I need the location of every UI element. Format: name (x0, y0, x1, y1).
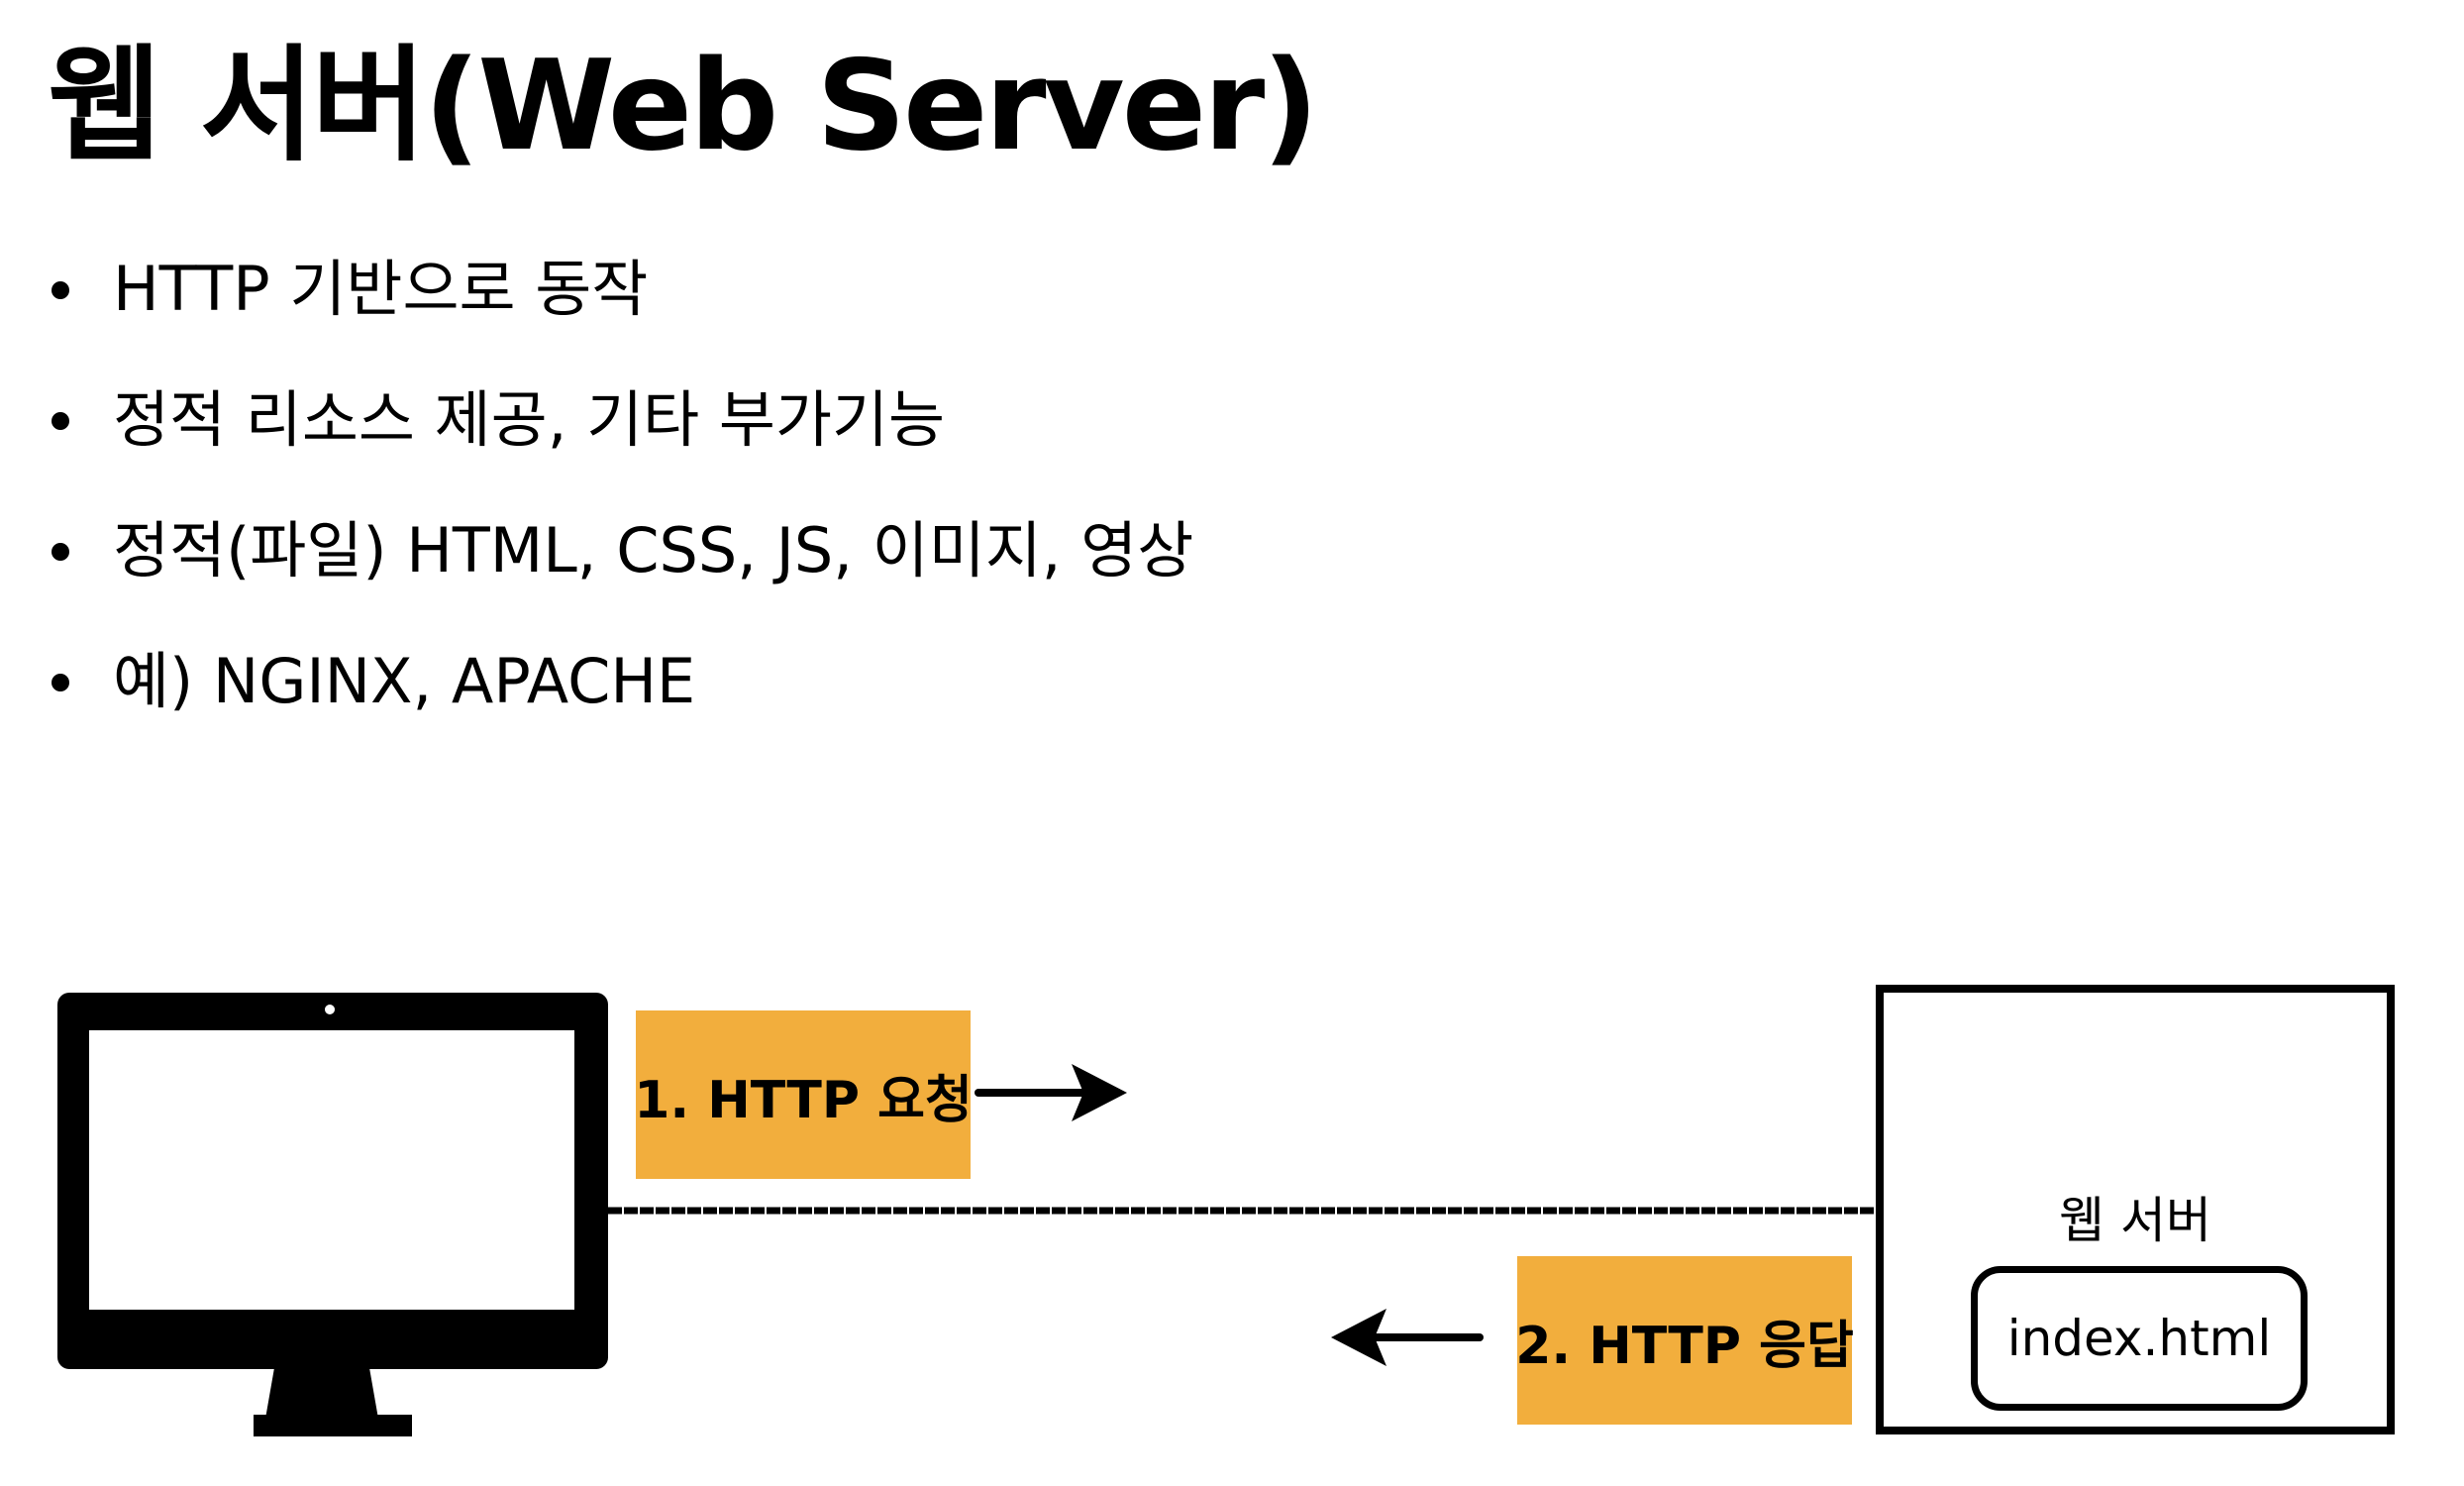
bullet-list: HTTP 기반으로 동작 정적 리소스 제공, 기타 부가기능 정적(파일) H… (51, 248, 1193, 771)
arrow-left-icon (1331, 1309, 1484, 1366)
bullet-text: 정적 리소스 제공, 기타 부가기능 (113, 383, 946, 456)
bullet-text: 정적(파일) HTML, CSS, JS, 이미지, 영상 (113, 514, 1194, 586)
bullet-text: 예) NGINX, APACHE (113, 645, 696, 717)
monitor-base (254, 1415, 412, 1436)
http-response-label: 2. HTTP 응답 (1515, 1256, 1854, 1425)
monitor-camera (325, 1005, 335, 1014)
web-server-label: 웹 서버 (2059, 1192, 2211, 1249)
monitor-icon (57, 993, 608, 1369)
monitor-stand (265, 1367, 378, 1419)
page-title: 웹 서버(Web Server) (48, 33, 1319, 178)
list-item: HTTP 기반으로 동작 (51, 248, 1193, 378)
bullet-icon (51, 412, 69, 430)
arrow-right-icon (975, 1064, 1127, 1121)
web-server-box: 웹 서버 index.html (1876, 985, 2395, 1434)
monitor-screen (89, 1030, 574, 1310)
bullet-icon (51, 674, 69, 691)
list-item: 정적 리소스 제공, 기타 부가기능 (51, 378, 1193, 509)
file-box: index.html (1971, 1266, 2308, 1411)
list-item: 예) NGINX, APACHE (51, 640, 1193, 771)
bullet-icon (51, 543, 69, 561)
bullet-text: HTTP 기반으로 동작 (113, 253, 649, 325)
bullet-icon (51, 281, 69, 299)
list-item: 정적(파일) HTML, CSS, JS, 이미지, 영상 (51, 509, 1193, 640)
http-request-label: 1. HTTP 요청 (634, 1010, 973, 1179)
